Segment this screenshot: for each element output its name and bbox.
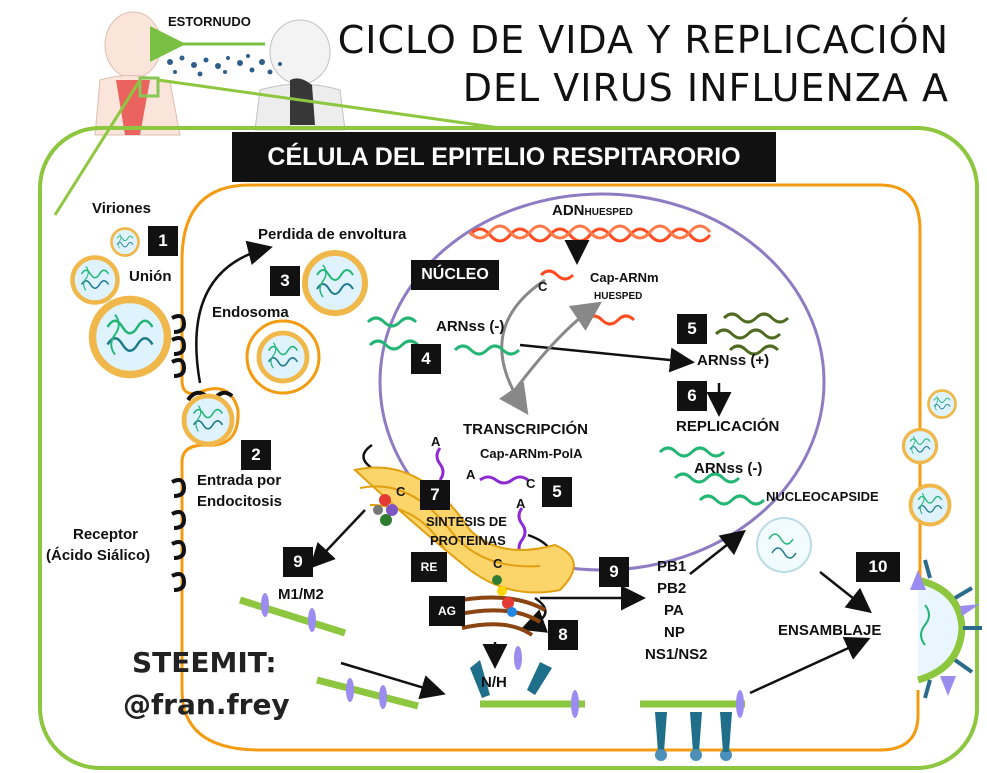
- protein-pa: PA: [664, 602, 684, 619]
- title-line-1: CICLO DE VIDA Y REPLICACIÓN: [337, 18, 949, 62]
- label-transcripcion: TRANSCRIPCIÓN: [463, 421, 589, 438]
- steemit-handle: @fran.frey: [123, 688, 290, 721]
- label-cap-polya: Cap-ARNm-PolA: [480, 446, 583, 461]
- cell-membrane: [180, 183, 922, 752]
- step-badge-10: 10: [856, 552, 900, 582]
- label-cap-arnm: Cap-ARNm: [590, 270, 659, 285]
- virus-released-1: [927, 389, 957, 419]
- step-badge-5b: 5: [542, 477, 572, 507]
- step-badge-6: 6: [677, 381, 707, 411]
- human-figures: [94, 11, 346, 136]
- label-nucleocapside: NUCLEOCAPSIDE: [766, 489, 879, 504]
- label-a3: A: [516, 496, 526, 511]
- label-cap-huesped: HUESPED: [594, 291, 643, 302]
- step-badge-2: 2: [241, 440, 271, 470]
- hemagglutinin-neuraminidase: [470, 660, 732, 761]
- label-c2: C: [396, 484, 406, 499]
- label-entrada-2: Endocitosis: [197, 493, 283, 510]
- protein-np: NP: [664, 624, 685, 641]
- label-perdida: Perdida de envoltura: [258, 226, 407, 243]
- virus-released-3: [908, 483, 952, 527]
- label-viriones: Viriones: [92, 200, 151, 217]
- label-sintesis-1: SINTESIS DE: [426, 514, 507, 529]
- cell-banner: CÉLULA DEL EPITELIO RESPITARORIO: [232, 132, 776, 182]
- step-badge-1: 1: [148, 226, 178, 256]
- ribosomes: [373, 494, 517, 617]
- label-ag: AG: [429, 596, 465, 626]
- nucleus-label: NÚCLEO: [411, 260, 499, 290]
- step-badge-5a: 5: [677, 314, 707, 344]
- viral-rna-negative: [366, 316, 766, 506]
- virus-uncoating: [305, 253, 365, 313]
- endocytosis-pocket: [180, 260, 240, 620]
- step-badge-3: 3: [270, 266, 300, 296]
- label-endosoma: Endosoma: [212, 304, 289, 321]
- step-badge-9b: 9: [599, 557, 629, 587]
- sneeze-droplets: [167, 54, 282, 77]
- label-m1m2: M1/M2: [278, 586, 324, 603]
- cell-border: [38, 126, 979, 770]
- label-replicacion: REPLICACIÓN: [676, 418, 780, 435]
- label-adn: ADNHUESPED: [552, 202, 633, 219]
- adn-text: ADN: [552, 202, 585, 219]
- label-arnss-neg-2: ARNss (-): [694, 460, 763, 477]
- label-arnss-neg: ARNss (-): [436, 318, 505, 335]
- protein-ns1ns2: NS1/NS2: [645, 646, 708, 663]
- label-union: Unión: [129, 268, 172, 285]
- step-badge-8: 8: [548, 620, 578, 650]
- virus-medium-1: [73, 258, 118, 303]
- nucleocapsid: [756, 517, 812, 573]
- label-a1: A: [431, 434, 441, 449]
- viral-rna-positive: [714, 312, 790, 356]
- zoom-lines: [53, 78, 501, 216]
- label-ensamblaje: ENSAMBLAJE: [778, 622, 882, 639]
- protein-pb2: PB2: [657, 580, 687, 597]
- title-line-2: DEL VIRUS INFLUENZA A: [462, 66, 949, 110]
- label-c4: C: [493, 556, 503, 571]
- label-re: RE: [411, 552, 447, 582]
- transcription-arrows: [499, 278, 602, 415]
- virus-small-1: [110, 227, 140, 257]
- pathway-arrows: [195, 240, 872, 700]
- virus-endocytosed: [184, 396, 232, 444]
- step-badge-9a: 9: [283, 547, 313, 577]
- sneeze-label: ESTORNUDO: [168, 14, 251, 29]
- step-badge-7: 7: [420, 480, 450, 510]
- virus-attached: [93, 300, 168, 375]
- m-proteins: [238, 593, 745, 718]
- budding-virus: [910, 559, 982, 699]
- adn-sub: HUESPED: [584, 207, 633, 218]
- label-c1: C: [538, 279, 548, 294]
- label-nh: N/H: [481, 674, 507, 691]
- label-arnss-pos: ARNss (+): [697, 352, 770, 369]
- label-a2: A: [466, 467, 476, 482]
- protein-pb1: PB1: [657, 558, 687, 575]
- label-entrada-1: Entrada por: [197, 472, 282, 489]
- virus-released-2: [901, 427, 939, 465]
- label-sintesis-2: PROTEINAS: [430, 533, 506, 548]
- steemit-label: STEEMIT:: [132, 646, 277, 679]
- step-badge-4: 4: [411, 344, 441, 374]
- label-receptor-2: (Ácido Siálico): [46, 547, 151, 564]
- label-receptor-1: Receptor: [73, 526, 139, 543]
- mrna-polya: [435, 447, 529, 557]
- endosome-virus: [245, 319, 321, 395]
- label-c3: C: [526, 476, 536, 491]
